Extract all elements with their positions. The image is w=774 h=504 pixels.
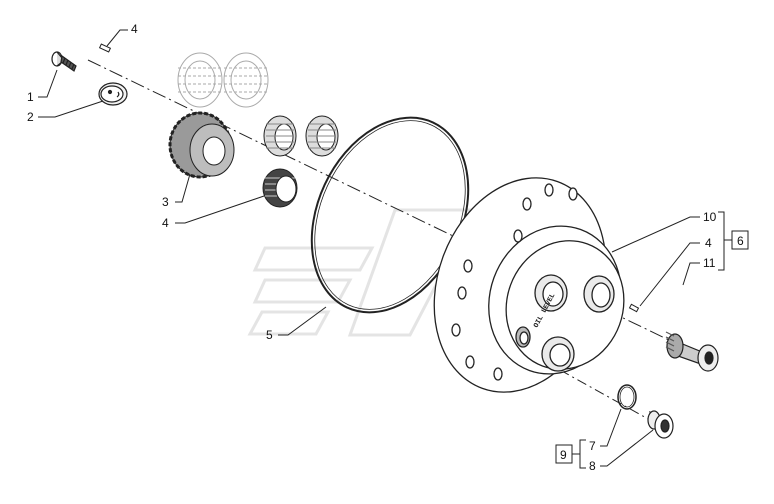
bolt-part	[51, 51, 77, 72]
needle-bearings-ghost	[263, 115, 339, 157]
pin-part-right	[628, 303, 640, 313]
needle-bearing-part	[262, 168, 298, 208]
ghost-gears	[177, 52, 269, 108]
callout-10: 10	[703, 210, 717, 224]
coupling-sleeve-part	[665, 331, 719, 372]
callout-4-top: 4	[131, 22, 138, 36]
drain-axis	[559, 369, 651, 421]
callout-11: 11	[703, 256, 716, 270]
center-axis	[87, 59, 701, 356]
leader-lines	[38, 29, 700, 467]
callout-9: 9	[560, 448, 567, 462]
seal-ring-part	[617, 384, 637, 410]
callout-8: 8	[589, 459, 596, 473]
callout-box-9	[555, 444, 573, 464]
pin-part-top	[98, 43, 112, 53]
bracket-lines	[572, 211, 732, 469]
callout-1: 1	[27, 90, 34, 104]
hub-carrier-part	[433, 177, 625, 393]
callout-4-right: 4	[705, 236, 712, 250]
callout-5: 5	[266, 328, 273, 342]
callout-7: 7	[589, 439, 596, 453]
planet-gear-part	[168, 111, 235, 179]
callout-2: 2	[27, 110, 34, 124]
washer-plate-part	[98, 82, 128, 106]
callout-3: 3	[162, 195, 169, 209]
drain-plug-part	[647, 410, 674, 439]
callout-box-6	[731, 230, 749, 250]
callout-6: 6	[737, 234, 744, 248]
callout-4-mid: 4	[162, 216, 169, 230]
